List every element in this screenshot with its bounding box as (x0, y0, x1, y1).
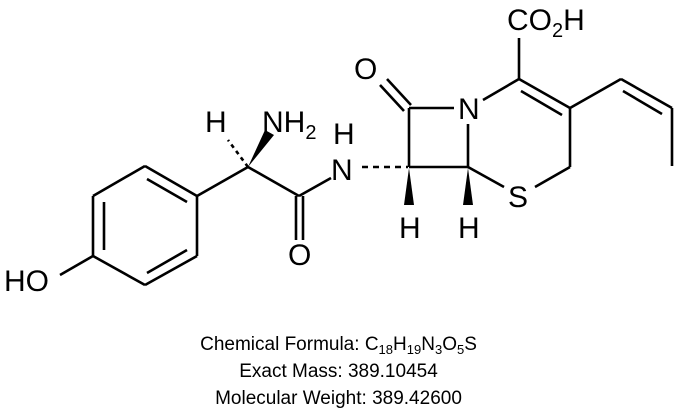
sulfur-label: S (508, 181, 528, 214)
exact-mass-line: Exact Mass: 389.10454 (0, 360, 677, 384)
hydroxyl-label: HO (4, 265, 49, 298)
amide-oxygen-label: O (288, 239, 311, 272)
amide-h-label: H (333, 118, 355, 151)
stereo-wedge-bond (463, 168, 473, 205)
formula-value: C18H19N3O5S (364, 334, 477, 357)
hydroxyl-bond (59, 254, 94, 277)
phenol-ring (91, 164, 199, 287)
stereo-wedge-bond (248, 130, 274, 167)
formula-label: Chemical Formula: (200, 334, 365, 355)
amine-label: NH2 (262, 106, 316, 144)
molecular-weight-line: Molecular Weight: 389.42600 (0, 387, 677, 411)
stereo-wedge-bond (404, 168, 414, 205)
aryl-bond (196, 165, 249, 198)
carboxylic-acid-label: CO2H (507, 4, 585, 42)
molecular-weight-value: 389.42600 (372, 388, 462, 409)
alpha-hydrogen-label: H (205, 106, 227, 139)
lactam-oxygen-label: O (354, 53, 377, 86)
c6-hydrogen-label: H (458, 212, 480, 245)
exact-mass-label: Exact Mass: (239, 361, 348, 382)
exact-mass-value: 389.10454 (347, 361, 438, 382)
molecular-weight-label: Molecular Weight: (215, 388, 373, 409)
chemical-structure: CO2H O N NH2 H H N O H H S HO (4, 4, 674, 298)
formula-line: Chemical Formula: C18H19N3O5S (0, 333, 677, 357)
c7-hydrogen-label: H (399, 212, 421, 245)
amide-n-label: N (331, 154, 353, 187)
ring-nitrogen-label: N (458, 93, 480, 126)
